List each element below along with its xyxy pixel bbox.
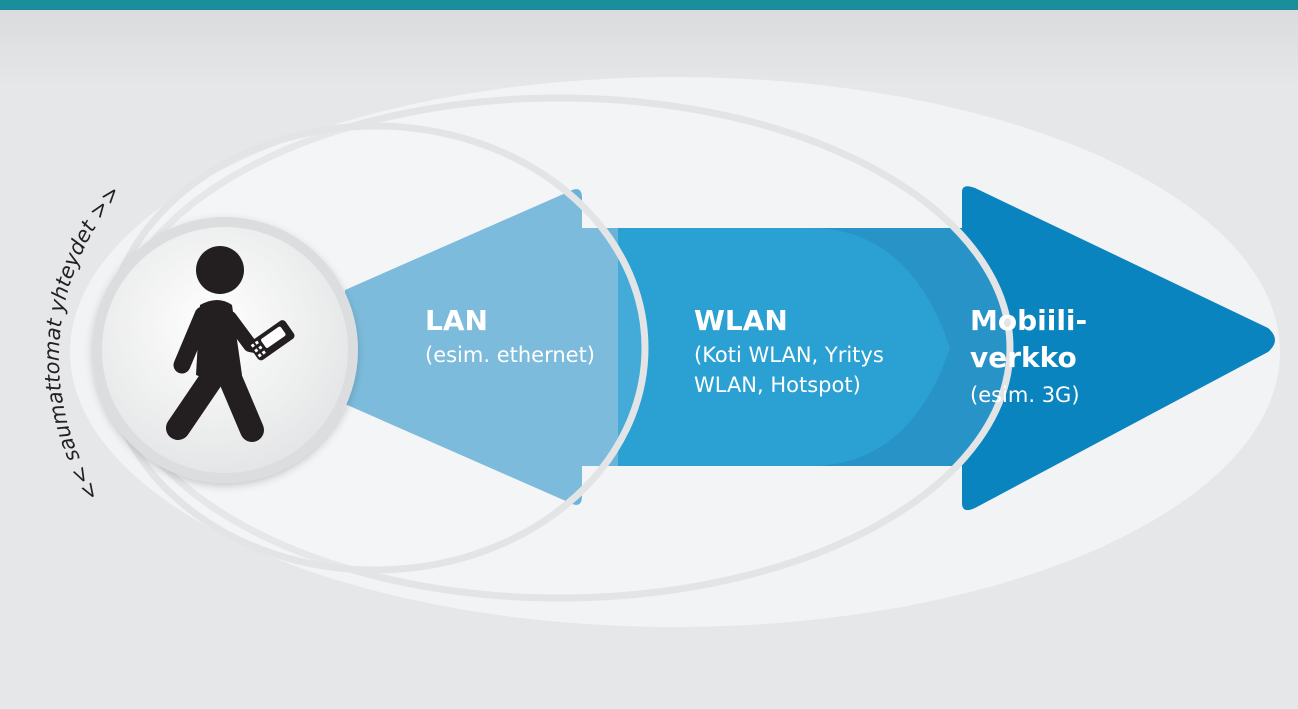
top-bar [0, 0, 1298, 10]
wlan-title: WLAN [694, 304, 788, 337]
mobile-phone-icon [248, 320, 295, 361]
wlan-subtitle-line2: WLAN, Hotspot) [694, 373, 861, 397]
lan-title: LAN [425, 304, 488, 337]
mobile-title-line1: Mobiili- [970, 304, 1088, 337]
walking-person-icon [166, 246, 272, 442]
mobile-title-line2: verkko [970, 341, 1077, 374]
lan-arrow [345, 189, 618, 505]
wlan-band [590, 228, 950, 466]
wlan-subtitle-line1: (Koti WLAN, Yritys [694, 343, 884, 367]
mobile-subtitle: (esim. 3G) [970, 383, 1080, 407]
lan-subtitle: (esim. ethernet) [425, 343, 595, 367]
